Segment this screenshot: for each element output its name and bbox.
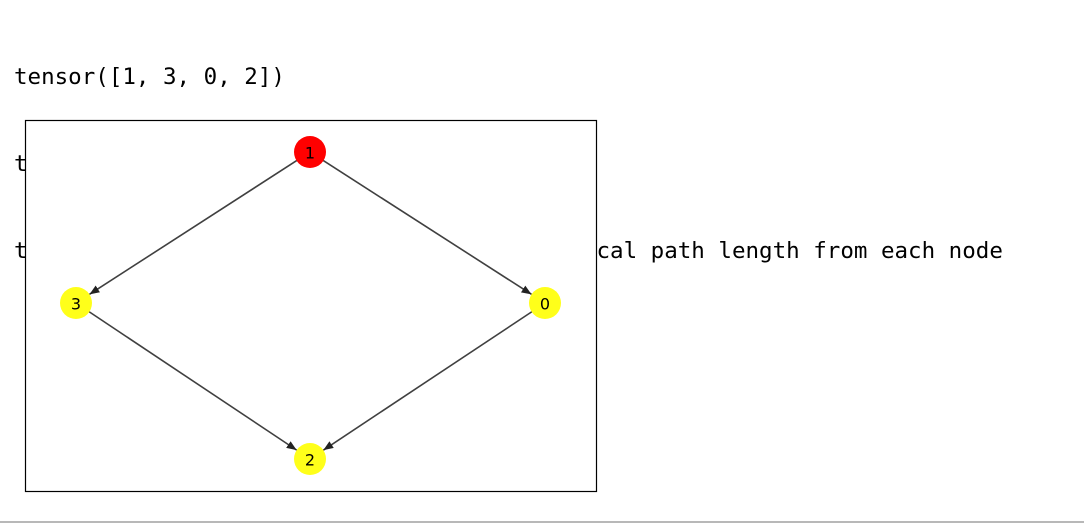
node-0-circle (529, 287, 561, 319)
node-3-circle (60, 287, 92, 319)
node-2: 2 (294, 443, 326, 475)
edge-3-to-2 (87, 310, 298, 451)
node-1-label: 1 (305, 144, 315, 163)
nodes-layer: 1 3 0 2 (60, 136, 561, 475)
edges-layer (87, 158, 534, 451)
output-line-1: tensor([1, 3, 0, 2]) (14, 64, 285, 90)
figure-frame (24, 119, 598, 493)
node-1: 1 (294, 136, 326, 168)
edge-0-to-2 (322, 310, 534, 451)
node-2-label: 2 (305, 451, 315, 470)
edge-1-to-3 (89, 158, 299, 295)
cell-divider (0, 521, 1084, 523)
node-3: 3 (60, 287, 92, 319)
node-0-label: 0 (540, 295, 550, 314)
node-2-circle (294, 443, 326, 475)
node-0: 0 (529, 287, 561, 319)
edge-1-to-0 (321, 158, 532, 296)
node-3-label: 3 (71, 295, 81, 314)
node-1-circle (294, 136, 326, 168)
